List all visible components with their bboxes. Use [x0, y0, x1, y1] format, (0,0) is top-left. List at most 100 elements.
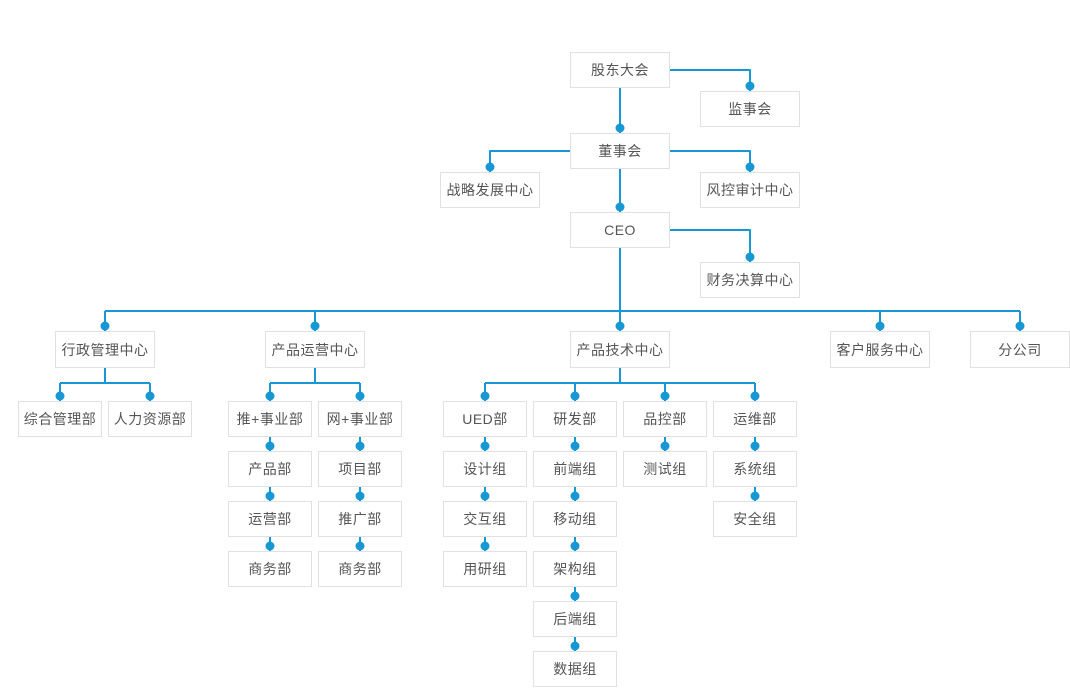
connector-dot — [265, 441, 275, 451]
org-node-label: 股东大会 — [591, 62, 649, 78]
connector-dot — [480, 541, 490, 551]
org-node-frontend-team: 前端组 — [533, 451, 617, 487]
org-node-label: 商务部 — [338, 561, 382, 577]
org-node-product-tech-center: 产品技术中心 — [570, 331, 670, 368]
connector-dot — [570, 491, 580, 501]
org-node-finance-settlement-center: 财务决算中心 — [700, 262, 800, 298]
org-node-project-dept: 项目部 — [318, 451, 402, 487]
org-node-architecture-team: 架构组 — [533, 551, 617, 587]
org-node-label: 后端组 — [553, 611, 597, 627]
connector-dot — [570, 391, 580, 401]
connector-dot — [570, 441, 580, 451]
connector-dot — [745, 81, 755, 91]
org-node-tui-business-dept: 推+事业部 — [228, 401, 312, 437]
org-node-label: 商务部 — [248, 561, 292, 577]
org-node-label: 综合管理部 — [23, 411, 97, 427]
org-node-business-dept-tui: 商务部 — [228, 551, 312, 587]
org-node-board-of-directors: 董事会 — [570, 133, 670, 169]
connector-dot — [355, 491, 365, 501]
connector-line — [670, 229, 751, 262]
org-node-product-dept: 产品部 — [228, 451, 312, 487]
org-node-hr-dept: 人力资源部 — [108, 401, 192, 437]
org-node-data-team: 数据组 — [533, 651, 617, 687]
org-node-interaction-team: 交互组 — [443, 501, 527, 537]
connector-dot — [745, 162, 755, 172]
org-node-design-team: 设计组 — [443, 451, 527, 487]
org-node-operation-dept: 运营部 — [228, 501, 312, 537]
org-node-label: 品控部 — [643, 411, 687, 427]
org-node-label: UED部 — [462, 411, 508, 427]
org-node-label: 产品运营中心 — [271, 341, 359, 358]
connector-dot — [100, 321, 110, 331]
org-node-label: 运维部 — [733, 411, 777, 427]
org-node-label: 推广部 — [338, 511, 382, 527]
org-node-ued-dept: UED部 — [443, 401, 527, 437]
connector-dot — [660, 391, 670, 401]
org-node-risk-audit-center: 风控审计中心 — [700, 172, 800, 208]
connector-line — [670, 150, 751, 172]
org-node-user-research-team: 用研组 — [443, 551, 527, 587]
connector-dot — [570, 591, 580, 601]
org-node-label: 风控审计中心 — [706, 182, 794, 198]
connector-dot — [480, 391, 490, 401]
org-node-business-dept-wang: 商务部 — [318, 551, 402, 587]
org-node-general-admin-dept: 综合管理部 — [18, 401, 102, 437]
org-node-label: 监事会 — [728, 101, 772, 117]
org-node-label: 架构组 — [553, 561, 597, 577]
connector-dot — [265, 391, 275, 401]
org-node-admin-management-center: 行政管理中心 — [55, 331, 155, 368]
org-node-qc-dept: 品控部 — [623, 401, 707, 437]
connector-dot — [570, 641, 580, 651]
org-node-label: 网+事业部 — [326, 411, 394, 427]
org-node-label: 分公司 — [998, 341, 1042, 358]
org-node-label: 安全组 — [733, 511, 777, 527]
connector-dot — [310, 321, 320, 331]
connector-line — [489, 150, 570, 172]
org-node-label: 财务决算中心 — [706, 272, 794, 288]
org-node-label: 设计组 — [463, 461, 507, 477]
org-node-label: 前端组 — [553, 461, 597, 477]
org-node-system-team: 系统组 — [713, 451, 797, 487]
org-node-label: 推+事业部 — [236, 411, 304, 427]
org-node-testing-team: 测试组 — [623, 451, 707, 487]
connector-dot — [875, 321, 885, 331]
org-node-label: CEO — [604, 222, 636, 238]
org-node-label: 研发部 — [553, 411, 597, 427]
org-node-label: 产品部 — [248, 461, 292, 477]
org-node-mobile-team: 移动组 — [533, 501, 617, 537]
org-node-label: 战略发展中心 — [446, 182, 534, 198]
org-node-label: 交互组 — [463, 511, 507, 527]
org-node-label: 数据组 — [553, 661, 597, 677]
connector-dot — [55, 391, 65, 401]
org-node-ops-maintenance-dept: 运维部 — [713, 401, 797, 437]
org-node-label: 运营部 — [248, 511, 292, 527]
connector-dot — [355, 391, 365, 401]
connector-dot — [745, 252, 755, 262]
org-node-label: 人力资源部 — [113, 411, 187, 427]
org-node-supervisory-board: 监事会 — [700, 91, 800, 127]
connector-dot — [355, 541, 365, 551]
org-node-customer-service-center: 客户服务中心 — [830, 331, 930, 368]
connector-dot — [480, 491, 490, 501]
org-node-strategy-development-center: 战略发展中心 — [440, 172, 540, 208]
connector-dot — [265, 541, 275, 551]
connector-dot — [615, 202, 625, 212]
connector-dot — [145, 391, 155, 401]
org-node-rd-dept: 研发部 — [533, 401, 617, 437]
connector-dot — [1015, 321, 1025, 331]
connector-dot — [750, 491, 760, 501]
connector-dot — [265, 491, 275, 501]
connector-dot — [355, 441, 365, 451]
org-node-backend-team: 后端组 — [533, 601, 617, 637]
org-node-wang-business-dept: 网+事业部 — [318, 401, 402, 437]
org-node-shareholders-meeting: 股东大会 — [570, 52, 670, 88]
org-node-label: 系统组 — [733, 461, 777, 477]
org-node-label: 用研组 — [463, 561, 507, 577]
org-node-branch-company: 分公司 — [970, 331, 1070, 368]
org-node-label: 董事会 — [598, 143, 642, 159]
connector-dot — [480, 441, 490, 451]
connector-dot — [485, 162, 495, 172]
org-node-label: 产品技术中心 — [576, 341, 664, 358]
connector-dot — [570, 541, 580, 551]
